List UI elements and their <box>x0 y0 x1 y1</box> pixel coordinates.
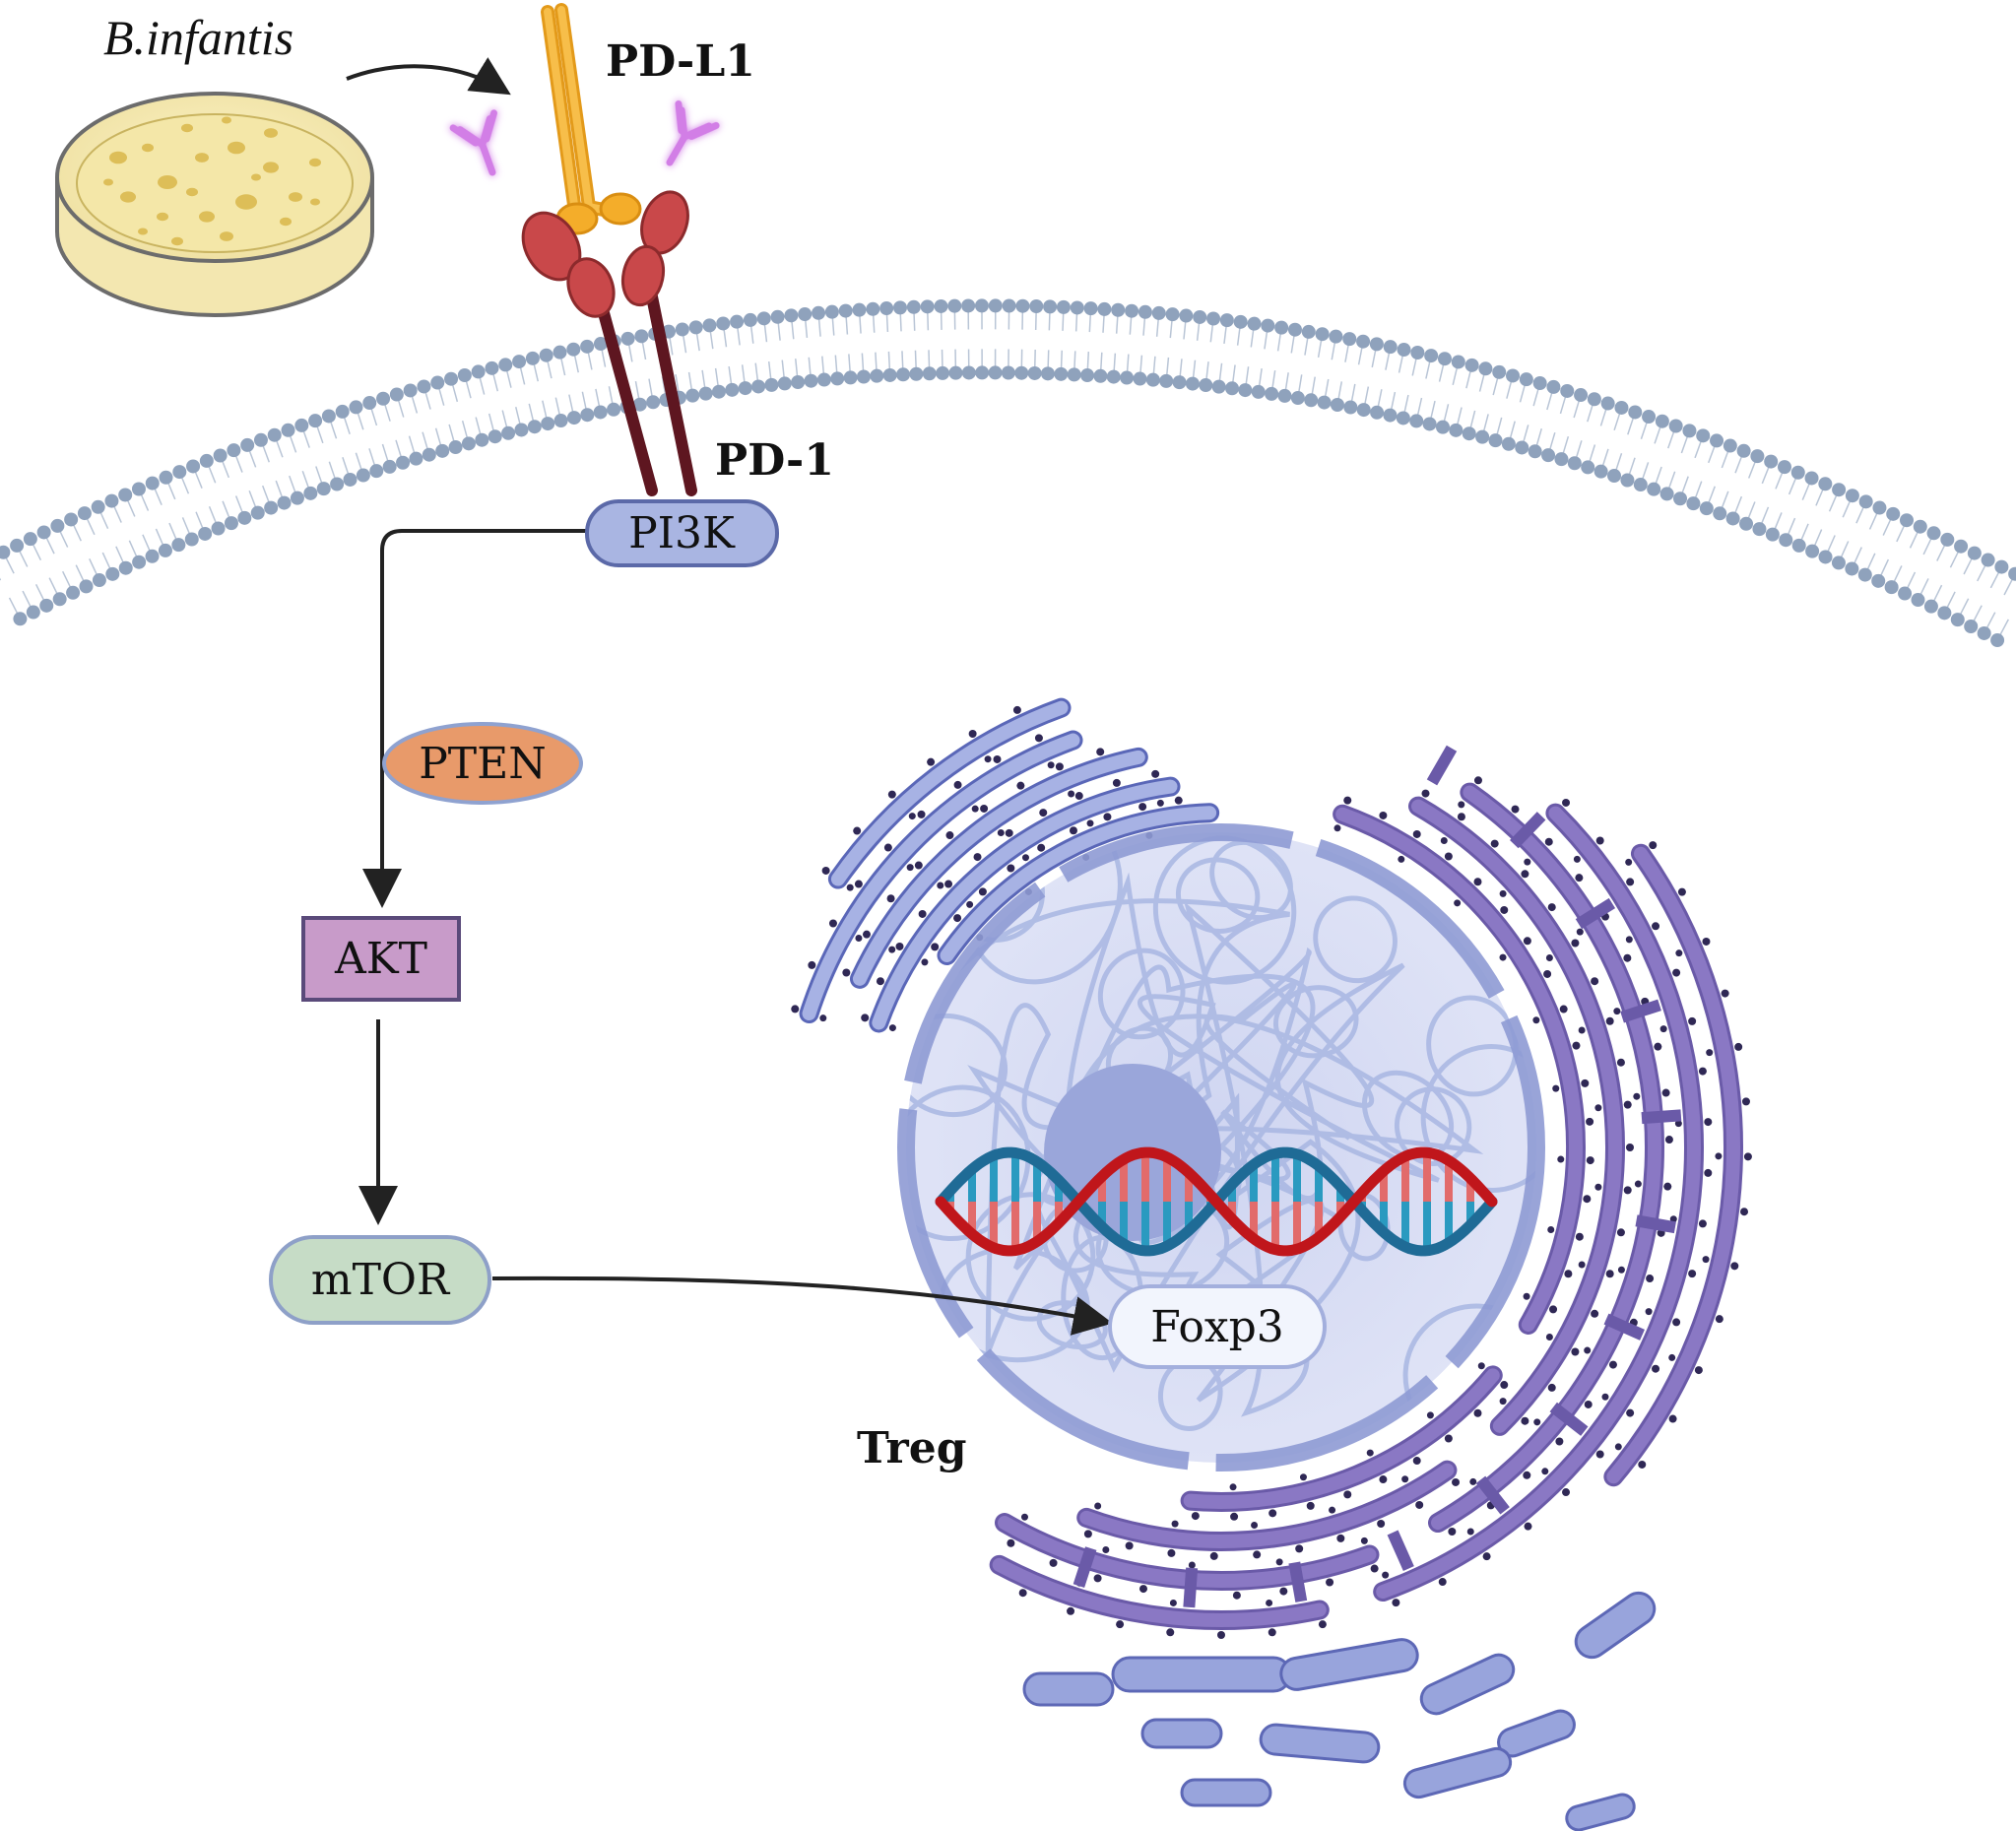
antibody-icon <box>666 100 720 166</box>
pten-node: PTEN <box>382 722 583 805</box>
pd-1-receptor <box>521 190 697 496</box>
cell-membrane <box>0 298 2016 648</box>
pd-1-label: PD-1 <box>715 435 834 486</box>
mtor-label: mTOR <box>311 1255 451 1305</box>
petri-dish-icon <box>55 92 374 317</box>
pd-l1-ligand <box>541 3 642 235</box>
mtor-to-foxp3-arrow <box>491 1275 1113 1336</box>
golgi-apparatus <box>1022 1591 1657 1831</box>
treg-label: Treg <box>857 1423 966 1473</box>
foxp3-node: Foxp3 <box>1108 1284 1327 1369</box>
akt-label: AKT <box>334 934 427 984</box>
pi3k-label: PI3K <box>628 508 736 558</box>
endoplasmic-reticulum-light <box>791 697 1220 1033</box>
endoplasmic-reticulum-rough <box>989 745 1752 1639</box>
pi3k-to-akt-arrow <box>362 529 587 908</box>
antibody-icon <box>449 109 498 176</box>
pd-l1-label: PD-L1 <box>606 36 755 87</box>
akt-node: AKT <box>301 916 461 1002</box>
dna-double-helix <box>935 1146 1498 1257</box>
mtor-node: mTOR <box>269 1235 491 1325</box>
bacterium-to-pdl1-arrow <box>346 57 511 96</box>
bacterium-label: B.infantis <box>103 10 293 65</box>
pi3k-node: PI3K <box>585 499 779 567</box>
pten-label: PTEN <box>419 739 547 789</box>
foxp3-label: Foxp3 <box>1150 1302 1284 1352</box>
